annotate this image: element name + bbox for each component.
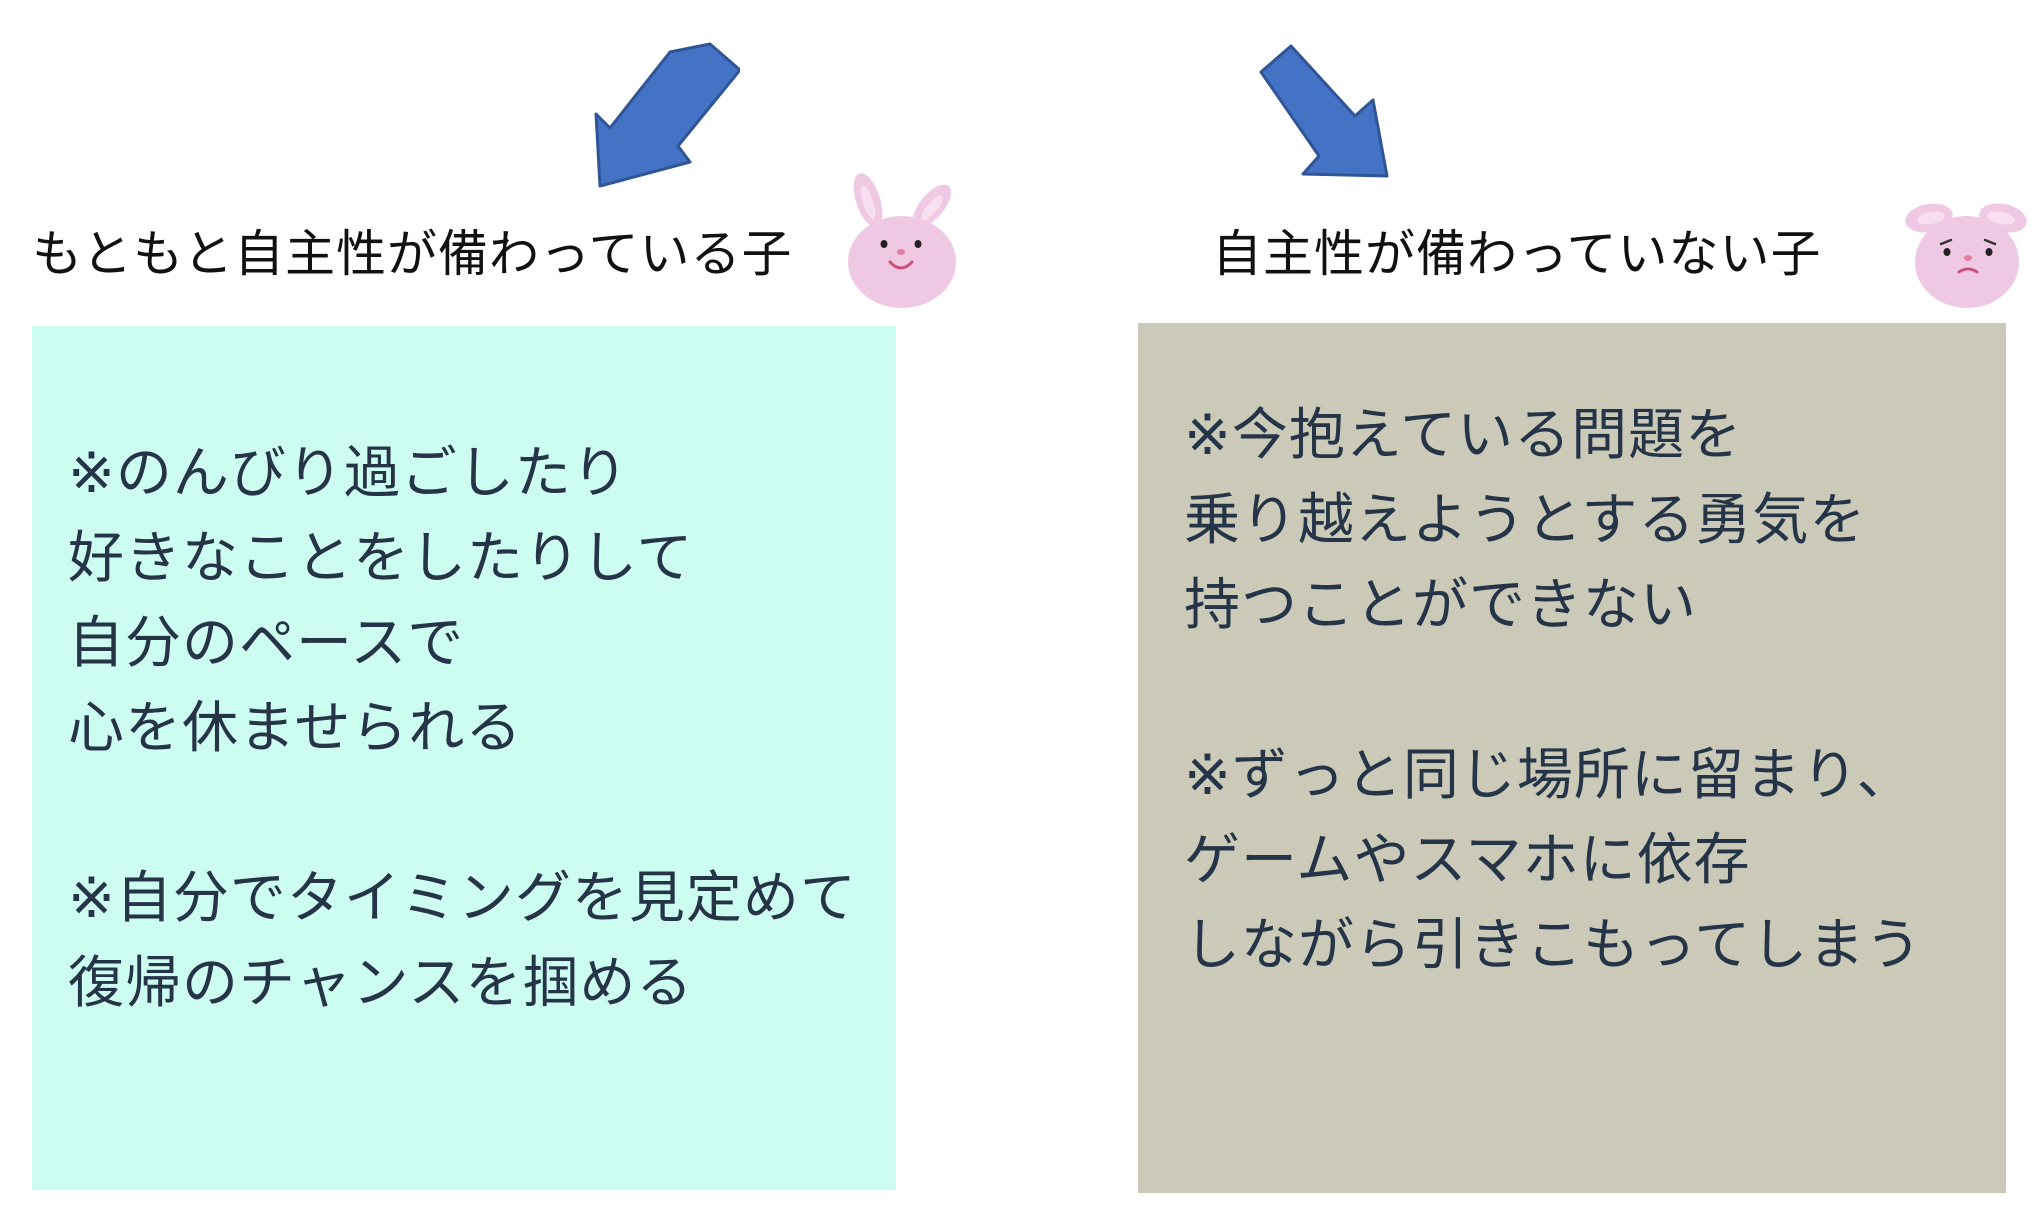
right-block-1: ※今抱えている問題を 乗り越えようとする勇気を 持つことができない xyxy=(1184,393,2006,648)
right-block-1-line-3: 持つことができない xyxy=(1184,573,1697,638)
arrow-down-left-icon xyxy=(594,42,740,188)
right-heading: 自主性が備わっていない子 xyxy=(1212,225,1822,283)
right-block-1-line-2: 乗り越えようとする勇気を xyxy=(1184,488,1867,553)
left-block-1-line-3: 自分のペースで xyxy=(68,611,465,676)
smiling-bunny-icon xyxy=(848,173,956,308)
left-heading: もともと自主性が備わっている子 xyxy=(32,225,793,283)
right-block-2: ※ずっと同じ場所に留まり、 ゲームやスマホに依存 しながら引きこもってしまう xyxy=(1184,733,2006,988)
left-block-1: ※のんびり過ごしたり 好きなことをしたりして 自分のペースで 心を休ませられる xyxy=(68,431,896,771)
left-block-1-line-1: ※のんびり過ごしたり xyxy=(68,441,629,506)
right-block-2-line-2: ゲームやスマホに依存 xyxy=(1184,828,1751,893)
right-block-2-line-1: ※ずっと同じ場所に留まり、 xyxy=(1184,743,1914,808)
left-card: ※のんびり過ごしたり 好きなことをしたりして 自分のペースで 心を休ませられる … xyxy=(32,326,896,1190)
left-block-2: ※自分でタイミングを見定めて 復帰のチャンスを掴める xyxy=(68,856,896,1026)
right-block-2-line-3: しながら引きこもってしまう xyxy=(1184,913,1923,978)
arrow-down-right-icon xyxy=(1259,44,1389,178)
right-card: ※今抱えている問題を 乗り越えようとする勇気を 持つことができない ※ずっと同じ… xyxy=(1138,323,2006,1193)
left-block-1-line-2: 好きなことをしたりして xyxy=(68,526,694,591)
right-block-1-line-1: ※今抱えている問題を xyxy=(1184,403,1743,468)
left-block-1-line-4: 心を休ませられる xyxy=(68,696,523,761)
worried-bunny-icon xyxy=(1905,203,2027,308)
left-block-2-line-2: 復帰のチャンスを掴める xyxy=(68,951,694,1016)
left-block-2-line-1: ※自分でタイミングを見定めて xyxy=(68,866,857,931)
